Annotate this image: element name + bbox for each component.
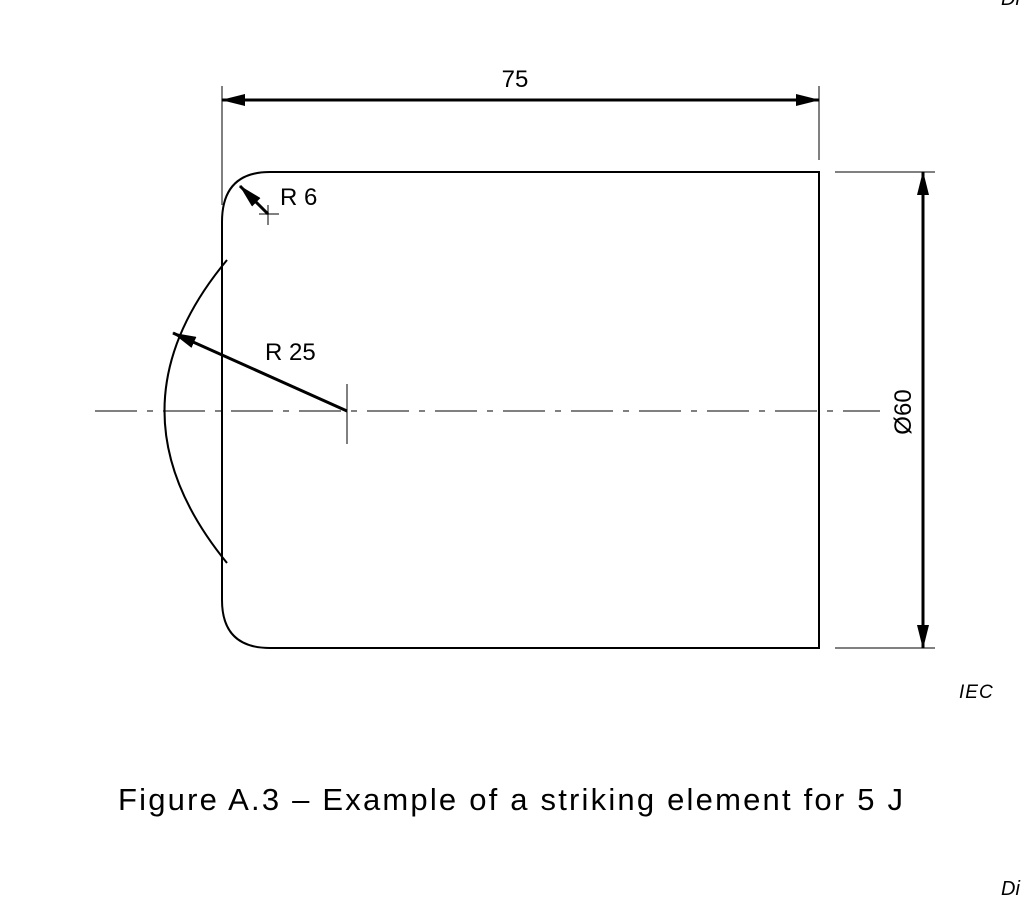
length-dimension-label: 75 (502, 66, 529, 93)
striking-element-body (221, 171, 820, 649)
header-fragment: Di (1001, 0, 1020, 11)
r6-leader (238, 184, 270, 216)
diameter-dimension-label: Ø60 (890, 389, 917, 434)
r25-label: R 25 (265, 339, 316, 366)
iec-mark: IEC (959, 682, 994, 703)
r25-leader (172, 331, 348, 413)
footer-fragment: Di (1001, 878, 1020, 900)
r6-label: R 6 (280, 184, 317, 211)
figure-caption: Figure A.3 – Example of a striking eleme… (118, 782, 906, 817)
